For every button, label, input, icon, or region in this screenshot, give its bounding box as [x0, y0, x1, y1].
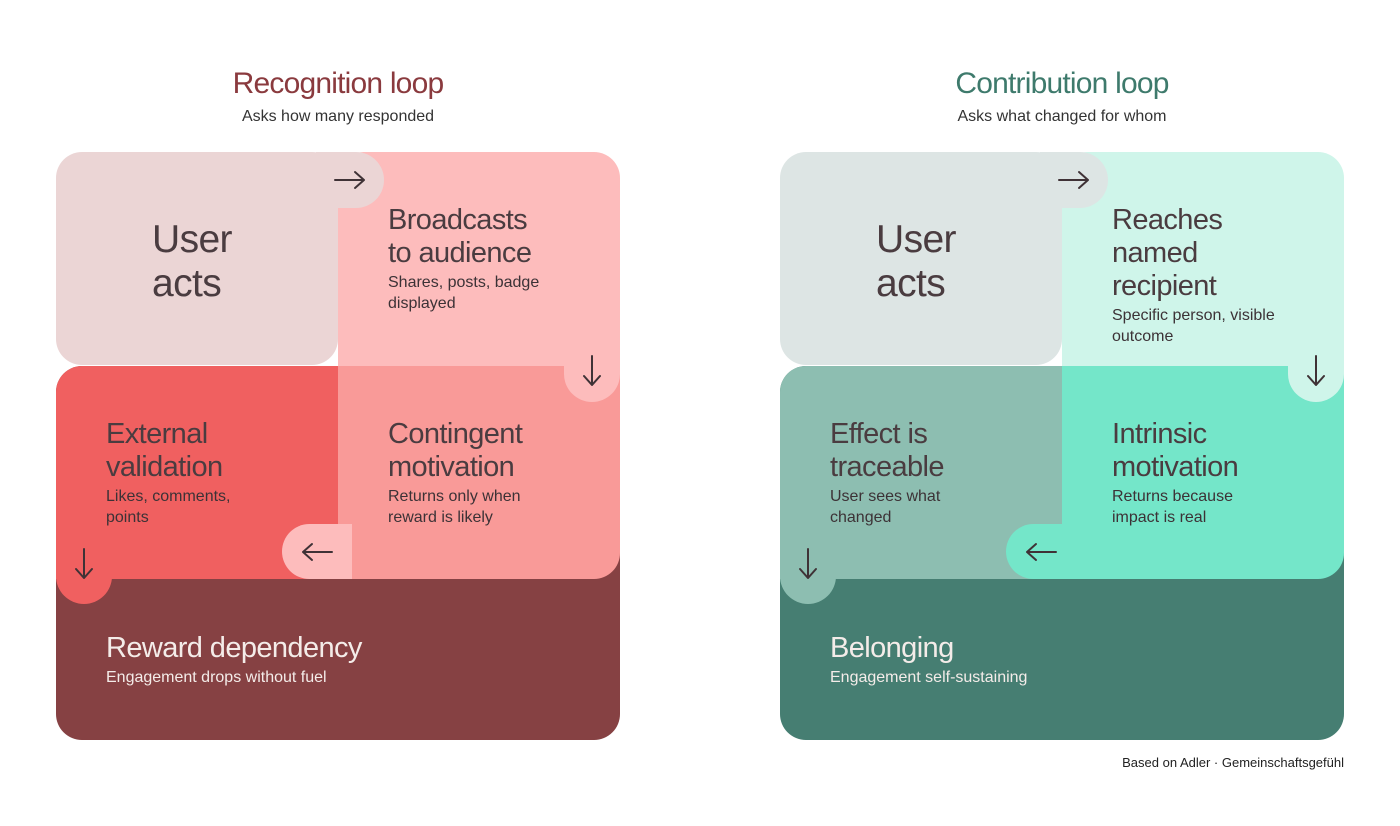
intrinsic-desc-1: Returns because	[1112, 488, 1233, 505]
user-acts-title-2: acts	[152, 262, 222, 305]
reaches-desc-1: Specific person, visible	[1112, 307, 1275, 324]
arrow-down-icon	[75, 548, 93, 579]
contingent-title-2: motivation	[388, 451, 515, 483]
user-acts-text: User acts	[876, 218, 1026, 306]
user-acts-title-1: User	[152, 218, 233, 261]
user-acts-text: User acts	[152, 218, 302, 306]
contingent-desc-2: reward is likely	[388, 509, 493, 526]
intrinsic-motivation-box	[1062, 366, 1344, 579]
belonging-text: Belonging Engagement self-sustaining	[830, 632, 1270, 688]
broadcasts-title-2: to audience	[388, 237, 532, 269]
broadcasts-box	[338, 152, 620, 366]
broadcasts-text: Broadcasts to audience Shares, posts, ba…	[388, 204, 588, 314]
belonging-title: Belonging	[830, 632, 954, 664]
user-acts-box	[56, 152, 338, 365]
arrow-left-icon	[1026, 542, 1057, 561]
effect-traceable-text: Effect is traceable User sees what chang…	[830, 418, 1030, 528]
source-credit: Based on Adler · Gemeinschaftsgefühl	[1122, 755, 1344, 770]
arrow-down-outcome-connector	[780, 524, 836, 604]
recognition-loop: Recognition loop Asks how many responded…	[56, 0, 620, 760]
effect-desc-1: User sees what	[830, 488, 941, 505]
intrinsic-title-2: motivation	[1112, 451, 1239, 483]
reward-dependency-title: Reward dependency	[106, 632, 362, 664]
belonging-desc: Engagement self-sustaining	[830, 669, 1028, 686]
external-desc-2: points	[106, 509, 149, 526]
reward-dependency-desc: Engagement drops without fuel	[106, 669, 327, 686]
recognition-subheading: Asks how many responded	[241, 108, 435, 125]
reaches-recipient-box	[1062, 152, 1344, 366]
reaches-title-1: Reaches	[1112, 204, 1223, 236]
user-acts-title-2: acts	[876, 262, 946, 305]
external-validation-text: External validation Likes, comments, poi…	[106, 418, 306, 528]
broadcasts-title-1: Broadcasts	[388, 204, 528, 236]
arrow-down-icon	[583, 355, 601, 386]
contribution-loop: Contribution loop Asks what changed for …	[780, 0, 1344, 760]
external-title-1: External	[106, 418, 208, 450]
arrow-right-icon	[334, 171, 365, 189]
arrow-left-icon	[302, 542, 333, 561]
effect-title-2: traceable	[830, 451, 945, 483]
broadcasts-desc-1: Shares, posts, badge	[388, 274, 540, 291]
arrow-right-icon	[1058, 171, 1089, 189]
external-desc-1: Likes, comments,	[106, 488, 231, 505]
external-title-2: validation	[106, 451, 223, 483]
contingent-motivation-box	[338, 366, 620, 579]
arrow-right-connector	[1040, 152, 1108, 208]
intrinsic-desc-2: impact is real	[1112, 509, 1207, 526]
arrow-left-connector	[282, 524, 352, 579]
effect-desc-2: changed	[830, 509, 892, 526]
user-acts-title-1: User	[876, 218, 957, 261]
reward-dependency-text: Reward dependency Engagement drops witho…	[106, 632, 546, 688]
contribution-subheading: Asks what changed for whom	[957, 108, 1167, 125]
arrow-down-connector	[1288, 340, 1344, 402]
intrinsic-motivation-text: Intrinsic motivation Returns because imp…	[1112, 418, 1332, 528]
contribution-heading: Contribution loop	[955, 67, 1169, 100]
reaches-title-2: named	[1112, 237, 1198, 269]
contingent-desc-1: Returns only when	[388, 488, 521, 505]
arrow-down-icon	[1307, 355, 1325, 386]
arrow-down-icon	[799, 548, 817, 579]
contingent-motivation-text: Contingent motivation Returns only when …	[388, 418, 608, 528]
arrow-right-connector	[316, 152, 384, 208]
reaches-desc-2: outcome	[1112, 328, 1174, 345]
effect-title-1: Effect is	[830, 418, 928, 450]
arrow-left-connector	[1006, 524, 1076, 579]
user-acts-box	[780, 152, 1062, 365]
recognition-heading: Recognition loop	[232, 67, 445, 100]
arrow-down-connector	[564, 340, 620, 402]
arrow-down-outcome-connector	[56, 524, 112, 604]
broadcasts-desc-2: displayed	[388, 295, 456, 312]
contingent-title-1: Contingent	[388, 418, 523, 450]
intrinsic-title-1: Intrinsic	[1112, 418, 1207, 450]
reaches-title-3: recipient	[1112, 270, 1217, 302]
reaches-recipient-text: Reaches named recipient Specific person,…	[1112, 204, 1312, 347]
